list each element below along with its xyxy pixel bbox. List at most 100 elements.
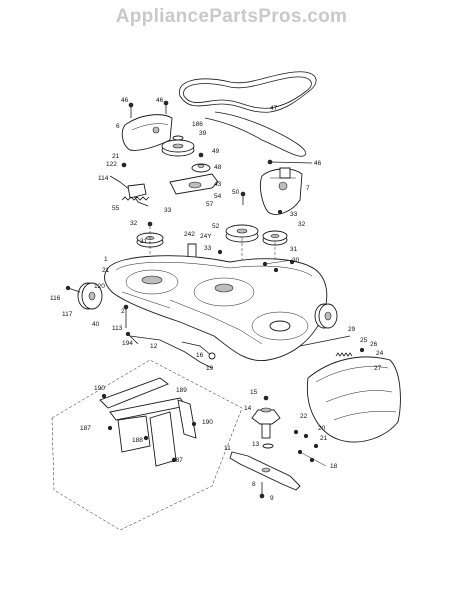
mower-deck-1[interactable] [104,255,328,362]
pin-26[interactable] [359,347,365,353]
spring-55[interactable] [121,196,150,201]
callout-188: 188 [132,437,143,444]
callout-12: 12 [150,343,158,350]
callout-39: 39 [199,130,207,137]
callout-57: 57 [206,201,214,208]
bolts-18-20-21[interactable] [293,429,327,467]
hinge-rod-29[interactable] [299,335,351,347]
inset-kit-box [51,359,243,531]
watermark-text: AppliancePartsPros.com [115,6,348,27]
callout-46-mid: 46 [156,97,164,104]
callout-14: 14 [244,405,252,412]
callout-25: 25 [360,337,368,344]
rod-114[interactable] [109,175,149,207]
gauge-wheel-right[interactable] [314,303,338,329]
callout-21-top: 21 [112,153,120,160]
screw-33-mid[interactable] [217,249,223,255]
callout-50: 50 [232,189,240,196]
bolts-30[interactable] [262,259,295,273]
belt-cover-left-6[interactable] [121,114,173,151]
bolt-8[interactable] [259,482,265,499]
callout-187-left: 187 [80,425,91,432]
bolt-46-left[interactable] [128,102,134,118]
callout-24: 24 [376,350,384,357]
callout-33-mid: 33 [204,245,212,252]
callout-194: 194 [122,340,133,347]
belt-cover-right-7[interactable] [259,167,303,215]
bolt-116[interactable] [65,285,81,293]
callout-9: 9 [270,495,274,502]
callout-31-right: 31 [290,246,298,253]
callout-189: 189 [176,387,187,394]
callout-21-deck: 21 [102,267,110,274]
callout-190-top: 190 [94,385,105,392]
callout-187-bottom: 187 [172,457,183,464]
rod-194[interactable] [125,331,139,345]
spindle-assembly-14[interactable] [251,395,281,439]
callout-21-bottom: 21 [320,435,328,442]
callout-52: 52 [212,223,220,230]
link-19[interactable] [199,361,213,369]
spring-25[interactable] [335,352,353,357]
callout-116: 116 [50,295,61,302]
rod-12[interactable] [129,335,201,363]
callout-32-right: 32 [298,221,306,228]
callout-labels: 46 46 6 186 39 47 49 46 21 122 48 114 43… [50,97,384,502]
callout-24y: 24Y [200,233,212,240]
callout-15: 15 [250,389,258,396]
callout-1: 1 [104,256,108,263]
callout-49: 49 [212,148,220,155]
belt-47[interactable] [179,71,317,157]
plate-188[interactable] [117,411,177,467]
callout-7: 7 [306,185,310,192]
callout-55: 55 [112,205,120,212]
callout-18: 18 [330,463,338,470]
bracket-189[interactable] [99,377,187,421]
bolt-46-mid[interactable] [163,100,169,114]
bolt-122[interactable] [121,162,127,168]
callout-16: 16 [196,352,204,359]
washer-50[interactable] [240,191,246,205]
link-16[interactable] [181,341,216,360]
callout-20: 20 [318,425,326,432]
callout-186: 186 [192,121,203,128]
callout-22: 22 [300,413,308,420]
blade-11[interactable] [229,451,301,491]
screw-33-right[interactable] [277,209,283,215]
callout-30: 30 [292,257,300,264]
bolts-187[interactable] [107,425,177,463]
callout-19: 19 [206,365,214,372]
callout-54: 54 [214,193,222,200]
callout-29: 29 [348,326,356,333]
callout-8: 8 [252,481,256,488]
idler-arm-43[interactable] [169,173,219,195]
idler-pulley-48[interactable] [191,152,211,173]
callout-190-right: 190 [202,419,213,426]
roller-190[interactable] [101,393,197,439]
callout-31-left: 31 [140,238,148,245]
discharge-chute-27[interactable] [306,356,401,443]
callout-6: 6 [116,123,120,130]
callout-32-left: 32 [130,220,138,227]
idler-pulley-186[interactable] [161,135,195,157]
callout-117: 117 [62,311,73,318]
bolt-46-right[interactable] [267,159,313,165]
callout-33-right: 33 [290,211,298,218]
callout-46-right: 46 [314,160,322,167]
callout-120: 120 [94,283,105,290]
callout-242: 242 [184,231,195,238]
callout-46-left: 46 [121,97,129,104]
bolt-113[interactable] [123,304,129,328]
callout-2: 2 [121,308,125,315]
callout-113: 113 [112,325,123,332]
callout-48: 48 [214,164,222,171]
callout-40: 40 [92,321,100,328]
gauge-wheel-left-117[interactable] [77,282,103,310]
washer-13[interactable] [262,443,274,449]
callout-26: 26 [370,341,378,348]
callout-43: 43 [214,181,222,188]
callout-11: 11 [224,445,231,452]
pulley-52-center[interactable] [225,224,259,284]
pulley-32-right[interactable] [262,230,288,270]
